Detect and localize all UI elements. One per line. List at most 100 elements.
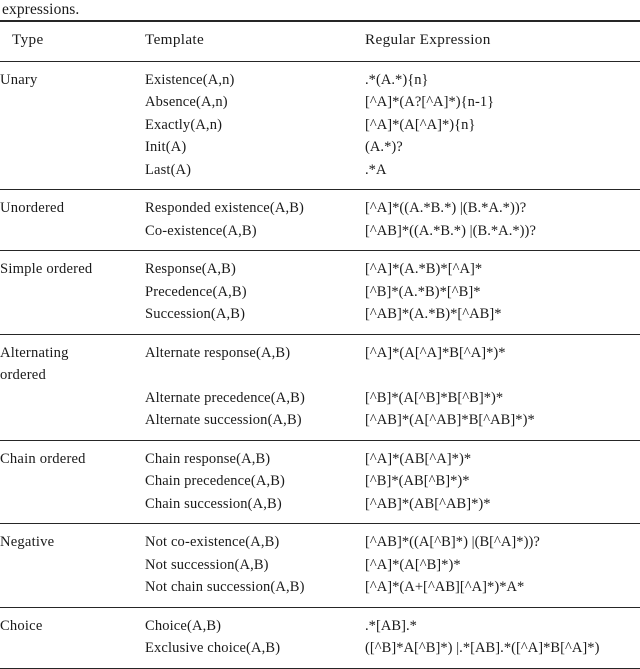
regex-text: [^B]*(A.*B)*[^B]*	[365, 283, 481, 300]
regular-expression: .*A	[365, 159, 640, 190]
group-type-line: Chain ordered	[0, 450, 86, 467]
regex-text: [^AB]*(AB[^AB]*)*	[365, 495, 491, 512]
table-row: Last(A) .*A	[0, 159, 640, 190]
template-name: Precedence(A,B)	[145, 283, 247, 300]
group-type-label: Unordered	[0, 189, 145, 220]
group-type-label: Simple ordered	[0, 250, 145, 281]
regex-text: [^A]*(A?[^A]*){n-1}	[365, 94, 495, 110]
group-type-spacer	[0, 493, 145, 524]
group-type-spacer	[0, 114, 145, 137]
regular-expression: [^B]*(A.*B)*[^B]*	[365, 281, 640, 304]
column-header-regex: Regular Expression	[365, 20, 640, 61]
group-type-spacer	[0, 159, 145, 190]
bottom-rule-cell-type	[0, 667, 145, 669]
template-name: Choice(A,B)	[145, 606, 365, 637]
template-name: Not chain succession(A,B)	[145, 579, 305, 595]
table-row: Init(A) (A.*)?	[0, 136, 640, 159]
template-name: Chain precedence(A,B)	[145, 473, 286, 489]
group-type-label: Negative	[0, 523, 145, 554]
regular-expression: [^B]*(AB[^B]*)*	[365, 470, 640, 493]
group-type-label: Choice	[0, 606, 145, 637]
regex-text: [^A]*(A[^B]*)*	[365, 556, 461, 573]
group-type-line: Negative	[0, 534, 55, 550]
template-name: Responded existence(A,B)	[145, 189, 365, 220]
group-type-spacer	[0, 576, 145, 607]
regex-text: [^B]*(AB[^B]*)*	[365, 473, 470, 489]
regular-expression: [^A]*(A[^A]*){n}	[365, 114, 640, 137]
group-type-spacer	[0, 220, 145, 251]
regular-expression: [^A]*(A?[^A]*){n-1}	[365, 91, 640, 114]
table-row: Alternate succession(A,B)[^AB]*(A[^AB]*B…	[0, 409, 640, 440]
group-type-spacer	[0, 387, 145, 410]
table-row: Succession(A,B) [^AB]*(A.*B)*[^AB]*	[0, 303, 640, 334]
table-bottom-rule	[0, 667, 640, 669]
template-name: Not succession(A,B)	[145, 556, 269, 573]
table-row: Chain precedence(A,B) [^B]*(AB[^B]*)*	[0, 470, 640, 493]
group-type-line: ordered	[0, 367, 46, 383]
group-type-spacer	[0, 303, 145, 334]
table-row: Not succession(A,B) [^A]*(A[^B]*)*	[0, 554, 640, 577]
template-name: Alternate response(A,B)	[145, 333, 365, 387]
regex-text: .*[AB].*	[365, 617, 417, 634]
table-row: Precedence(A,B) [^B]*(A.*B)*[^B]*	[0, 281, 640, 304]
regular-expression: [^AB]*(AB[^AB]*)*	[365, 493, 640, 524]
regular-expression: [^A]*(AB[^A]*)*	[365, 439, 640, 470]
template-name: Succession(A,B)	[145, 306, 246, 322]
table-row: Not chain succession(A,B) [^A]*(A+[^AB][^…	[0, 576, 640, 607]
template-name: Last(A)	[145, 161, 192, 178]
bottom-rule-cell-template	[145, 667, 365, 669]
regular-expression: ([^B]*A[^B]*) |.*[AB].*([^A]*B[^A]*)	[365, 637, 640, 668]
regular-expression: [^A]*(A.*B)*[^A]*	[365, 250, 640, 281]
template-name: Init(A)	[145, 139, 187, 155]
table-row: Exactly(A,n) [^A]*(A[^A]*){n}	[0, 114, 640, 137]
group-type-line: Alternating	[0, 344, 69, 361]
bottom-rule-cell-regex	[365, 667, 640, 669]
template-name: Chain succession(A,B)	[145, 495, 282, 512]
group-type-spacer	[0, 409, 145, 440]
regular-expression: [^A]*(A+[^AB][^A]*)*A*	[365, 576, 640, 607]
regular-expression: .*[AB].*	[365, 606, 640, 637]
table-row: Chain succession(A,B) [^AB]*(AB[^AB]*)*	[0, 493, 640, 524]
regular-expression: [^A]*(A[^B]*)*	[365, 554, 640, 577]
template-name: Existence(A,n)	[145, 60, 365, 91]
template-name: Exclusive choice(A,B)	[145, 640, 281, 656]
group-type-label: Unary	[0, 60, 145, 91]
group-type-label: Chain ordered	[0, 439, 145, 470]
table-row: Absence(A,n) [^A]*(A?[^A]*){n-1}	[0, 91, 640, 114]
regex-text: [^A]*(A+[^AB][^A]*)*A*	[365, 579, 525, 595]
group-type-spacer	[0, 281, 145, 304]
regular-expression: [^AB]*(A.*B)*[^AB]*	[365, 303, 640, 334]
regular-expression: [^A]*(A[^A]*B[^A]*)*	[365, 333, 640, 387]
group-type-spacer	[0, 637, 145, 668]
template-name: Response(A,B)	[145, 250, 365, 281]
table-row: Alternate precedence(A,B) [^B]*(A[^B]*B[^…	[0, 387, 640, 410]
template-name: Alternate precedence(A,B)	[145, 389, 305, 406]
regex-text: [^AB]*(A[^AB]*B[^AB]*)*	[365, 412, 535, 428]
group-type-label: Alternating ordered	[0, 333, 145, 387]
regex-text: ([^B]*A[^B]*) |.*[AB].*([^A]*B[^A]*)	[365, 640, 600, 656]
regex-text: [^AB]*((A[^B]*) |(B[^A]*))?	[365, 534, 540, 550]
regex-text: [^AB]*((A.*B.*) |(B.*A.*))?	[365, 222, 536, 239]
table-row: Alternating ordered Alternate response(A,B…	[0, 333, 640, 387]
table-row: Exclusive choice(A,B) ([^B]*A[^B]*) |.*[A…	[0, 637, 640, 668]
regex-text: [^AB]*(A.*B)*[^AB]*	[365, 306, 502, 322]
group-type-spacer	[0, 470, 145, 493]
template-name: Absence(A,n)	[145, 94, 228, 110]
regular-expression: [^B]*(A[^B]*B[^B]*)*	[365, 387, 640, 410]
template-name: Exactly(A,n)	[145, 116, 223, 133]
regular-expression: (A.*)?	[365, 136, 640, 159]
template-name: Co-existence(A,B)	[145, 222, 257, 239]
table-row: Choice Choice(A,B).*[AB].*	[0, 606, 640, 637]
regular-expression: [^AB]*((A[^B]*) |(B[^A]*))?	[365, 523, 640, 554]
column-header-template: Template	[145, 20, 365, 61]
group-type-line: Choice	[0, 617, 43, 634]
group-type-spacer	[0, 554, 145, 577]
group-type-spacer	[0, 136, 145, 159]
regex-text: [^A]*(A[^A]*){n}	[365, 116, 476, 133]
